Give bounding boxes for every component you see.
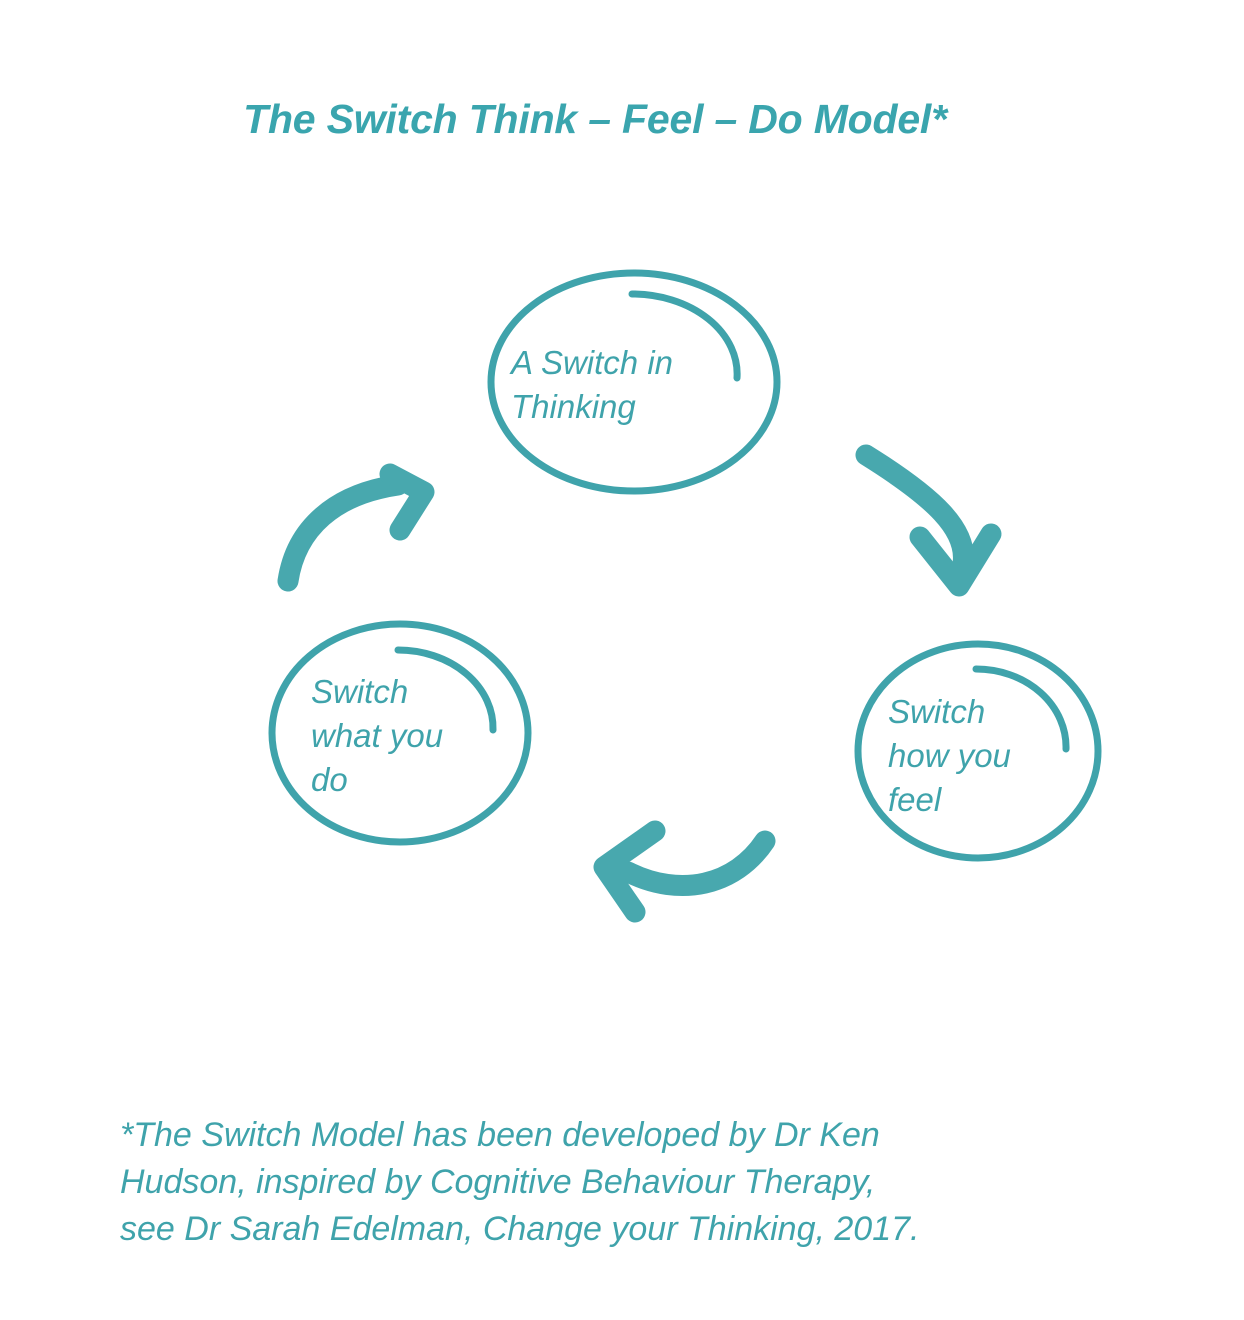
node-think-label: A Switch in Thinking <box>511 344 674 425</box>
footnote-text: *The Switch Model has been developed by … <box>120 1116 920 1248</box>
arrow-feel-to-do <box>593 820 776 923</box>
arrow-feel-to-do-shaft <box>617 830 776 896</box>
arrow-do-to-think-head <box>379 463 435 541</box>
node-feel-label: Switch how you feel <box>888 693 1011 818</box>
arrow-feel-to-do-head <box>593 820 666 923</box>
page-title: The Switch Think – Feel – Do Model* <box>243 96 947 142</box>
arrow-do-to-think-shaft <box>277 474 409 592</box>
arrow-think-to-feel <box>855 444 1002 597</box>
arrow-think-to-feel-head <box>909 523 1002 597</box>
arrow-do-to-think <box>277 463 435 592</box>
node-do-label: Switch what you do <box>311 673 444 798</box>
arrow-think-to-feel-shaft <box>855 444 974 575</box>
